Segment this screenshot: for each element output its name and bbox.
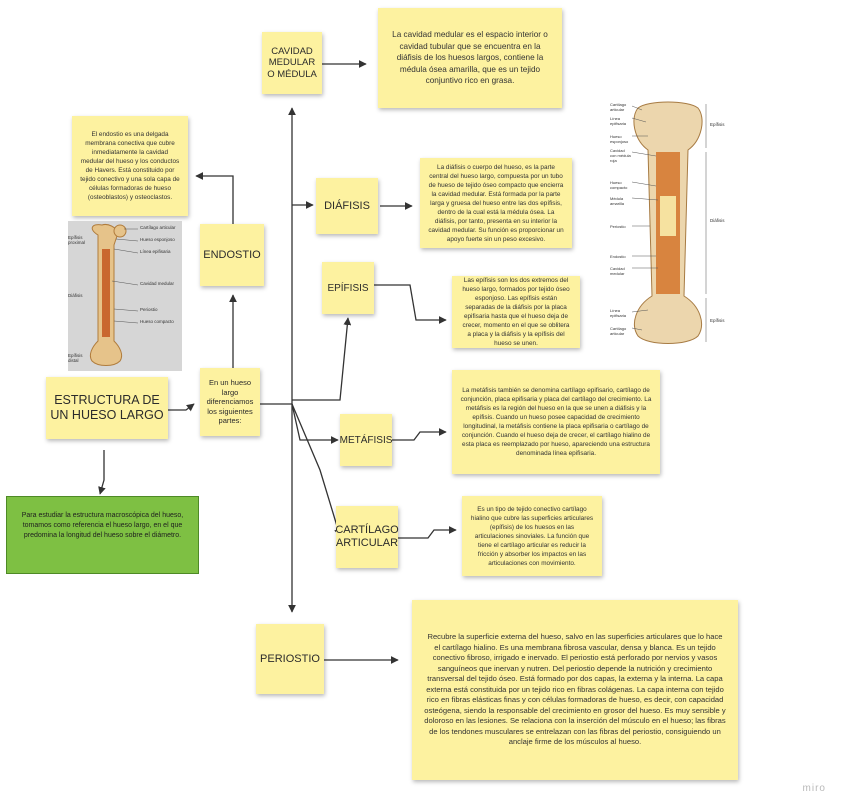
bone-label-diaphysis: Diáfisis [710, 218, 725, 223]
cartilago-label: CARTÍLAGO ARTICULAR [335, 524, 399, 549]
cartilago-node: CARTÍLAGO ARTICULAR [335, 506, 399, 568]
metafisis-node: METÁFISIS [340, 414, 392, 466]
cartilago-description-text: Es un tipo de tejido conectivo cartílago… [470, 505, 594, 567]
epifisis-description: Las epífisis son los dos extremos del hu… [452, 276, 580, 348]
metafisis-description-text: La metáfisis también se denomina cartíla… [460, 387, 652, 457]
femur-label-distal: Epífisis distal [68, 353, 83, 363]
metafisis-label: METÁFISIS [339, 434, 393, 446]
bone-label-epiphyseal-top: Línea epifisaria [610, 116, 627, 126]
bone-label-medullary: Cavidad medular [610, 266, 625, 276]
femur-label-proximal: Epífisis proximal [68, 235, 86, 245]
miro-watermark: miro [803, 783, 826, 794]
bone-label-endosteum: Endostio [610, 254, 626, 259]
endostio-label: ENDOSTIO [203, 248, 261, 261]
periostio-node: PERIOSTIO [256, 624, 324, 694]
bone-label-red-marrow: Cavidad con médula roja [610, 148, 631, 163]
endostio-description: El endostio es una delgada membrana cone… [72, 116, 188, 216]
bone-label-spongy: Hueso esponjoso [610, 134, 629, 144]
femur-label-compact: Hueso compacto [140, 319, 174, 324]
watermark-text: miro [802, 783, 826, 794]
cavidad-node: CAVIDAD MEDULAR O MÉDULA [262, 32, 322, 94]
bone-label-cartilage-bottom: Cartílago articular [610, 326, 627, 336]
diafisis-node: DIÁFISIS [316, 178, 378, 234]
diafisis-description: La diáfisis o cuerpo del hueso, es la pa… [420, 158, 572, 248]
cavidad-description: La cavidad medular es el espacio interio… [378, 8, 562, 108]
long-bone-figure: Cartílago articular Línea epifisaria Hue… [602, 96, 736, 348]
periostio-description: Recubre la superficie externa del hueso,… [412, 600, 738, 780]
long-bone-illustration [631, 101, 707, 344]
epifisis-node: EPÍFISIS [322, 262, 374, 314]
green-note: Para estudiar la estructura macroscópica… [6, 496, 199, 574]
hub-node: En un hueso largo diferenciamos los sigu… [200, 368, 260, 436]
femur-figure: Cartílago articular Hueso esponjoso Líne… [68, 221, 182, 371]
root-label: ESTRUCTURA DE UN HUESO LARGO [50, 393, 164, 422]
bone-label-cartilage-top: Cartílago articular [610, 102, 627, 112]
cavidad-description-text: La cavidad medular es el espacio interio… [392, 30, 548, 86]
bone-label-epiphyseal-bottom: Línea epifisaria [610, 308, 627, 318]
bone-label-compact: Hueso compacto [610, 180, 628, 190]
root-node: ESTRUCTURA DE UN HUESO LARGO [46, 377, 168, 439]
periostio-description-text: Recubre la superficie externa del hueso,… [424, 632, 726, 747]
diafisis-description-text: La diáfisis o cuerpo del hueso, es la pa… [428, 163, 564, 243]
diafisis-label: DIÁFISIS [324, 199, 370, 212]
bone-label-yellow-marrow: Médula amarilla [610, 196, 625, 206]
bone-label-epiphysis-bottom: Epífisis [710, 318, 725, 323]
epifisis-label: EPÍFISIS [327, 282, 369, 294]
green-note-text: Para estudiar la estructura macroscópica… [21, 512, 184, 539]
femur-label-diaphysis: Diáfisis [68, 293, 83, 298]
cartilago-description: Es un tipo de tejido conectivo cartílago… [462, 496, 602, 576]
femur-label-spongy: Hueso esponjoso [140, 237, 175, 242]
femur-label-cartilage: Cartílago articular [140, 225, 176, 230]
hub-label: En un hueso largo diferenciamos los sigu… [206, 378, 254, 426]
femur-label-epiphyseal-line: Línea epifisaria [140, 249, 171, 254]
endostio-node: ENDOSTIO [200, 224, 264, 286]
femur-label-medullary: Cavidad medular [140, 281, 175, 286]
bone-label-epiphysis-top: Epífisis [710, 122, 725, 127]
bone-label-periosteum: Periostio [610, 224, 626, 229]
femur-label-periosteum: Periostio [140, 307, 158, 312]
cavidad-label: CAVIDAD MEDULAR O MÉDULA [267, 45, 317, 80]
metafisis-description: La metáfisis también se denomina cartíla… [452, 370, 660, 474]
femur-illustration [89, 224, 139, 366]
endostio-description-text: El endostio es una delgada membrana cone… [80, 131, 180, 201]
epifisis-description-text: Las epífisis son los dos extremos del hu… [462, 277, 570, 347]
periostio-label: PERIOSTIO [260, 652, 320, 665]
